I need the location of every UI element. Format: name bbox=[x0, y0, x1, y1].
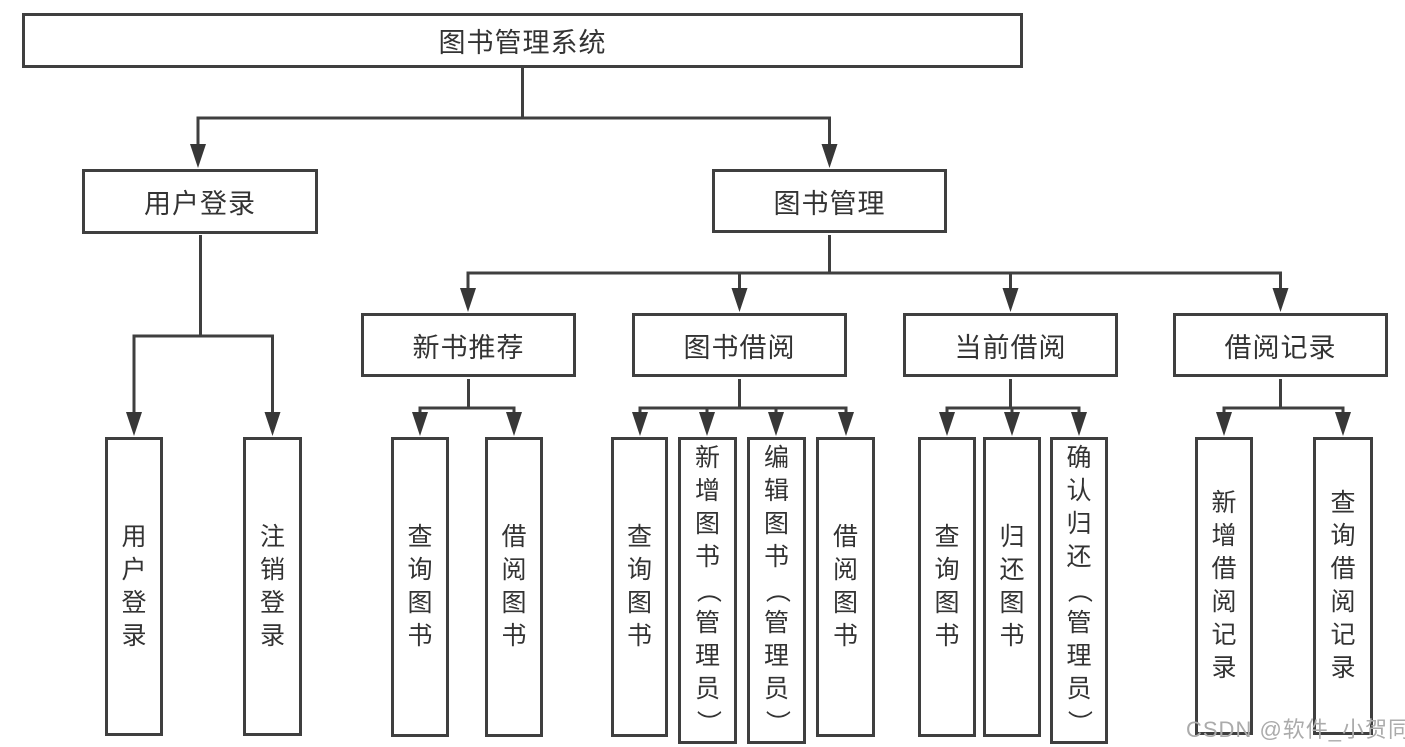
arrowhead bbox=[699, 412, 715, 436]
node-leaf-add-books-admin: 新增图书（管理员） bbox=[678, 437, 737, 744]
arrowhead bbox=[506, 412, 522, 436]
arrowhead bbox=[460, 288, 476, 312]
arrowhead bbox=[768, 412, 784, 436]
arrowhead bbox=[632, 412, 648, 436]
node-leaf-borrow-books-1: 借阅图书 bbox=[485, 437, 543, 737]
node-leaf-query-borrow-record: 查询借阅记录 bbox=[1313, 437, 1373, 735]
node-user-login: 用户登录 bbox=[82, 169, 318, 234]
node-leaf-query-books-3: 查询图书 bbox=[918, 437, 976, 737]
arrowhead bbox=[821, 144, 838, 168]
connector-current-borrowing-to-children bbox=[939, 379, 1087, 436]
arrowhead bbox=[126, 412, 142, 436]
arrowhead bbox=[1002, 288, 1019, 312]
connector-root-to-children bbox=[190, 68, 838, 168]
node-leaf-confirm-return-admin: 确认归还（管理员） bbox=[1050, 437, 1108, 744]
watermark: CSDN @软件_小贺同学 bbox=[1186, 717, 1405, 742]
arrowhead bbox=[1335, 412, 1351, 436]
connector-book-management-to-children bbox=[460, 235, 1289, 312]
arrowhead bbox=[264, 412, 281, 436]
connector-borrowing-records-to-children bbox=[1216, 379, 1351, 436]
arrowhead bbox=[838, 412, 854, 436]
node-leaf-query-books-2: 查询图书 bbox=[611, 437, 668, 737]
arrowhead bbox=[939, 412, 955, 436]
connector-book-borrowing-to-children bbox=[632, 379, 854, 436]
node-leaf-user-login: 用户登录 bbox=[105, 437, 163, 736]
connector-user-login-to-children bbox=[126, 235, 281, 436]
node-book-borrowing: 图书借阅 bbox=[632, 313, 847, 377]
arrowhead bbox=[190, 144, 206, 168]
arrowhead bbox=[1272, 288, 1289, 312]
node-leaf-borrow-books-2: 借阅图书 bbox=[816, 437, 875, 737]
node-new-book-recommend: 新书推荐 bbox=[361, 313, 576, 377]
node-leaf-edit-books-admin: 编辑图书（管理员） bbox=[747, 437, 806, 744]
arrowhead bbox=[1216, 412, 1232, 436]
arrowhead bbox=[731, 288, 748, 312]
arrowhead bbox=[1071, 412, 1087, 436]
node-root: 图书管理系统 bbox=[22, 13, 1023, 68]
arrowhead bbox=[412, 412, 428, 436]
node-book-management: 图书管理 bbox=[712, 169, 947, 233]
node-borrowing-records: 借阅记录 bbox=[1173, 313, 1388, 377]
node-current-borrowing: 当前借阅 bbox=[903, 313, 1118, 377]
node-leaf-return-books: 归还图书 bbox=[983, 437, 1041, 737]
connector-new-book-recommend-to-children bbox=[412, 379, 522, 436]
node-leaf-query-books-1: 查询图书 bbox=[391, 437, 449, 737]
arrowhead bbox=[1004, 412, 1020, 436]
node-leaf-add-borrow-record: 新增借阅记录 bbox=[1195, 437, 1253, 735]
node-leaf-logout-login: 注销登录 bbox=[243, 437, 302, 736]
